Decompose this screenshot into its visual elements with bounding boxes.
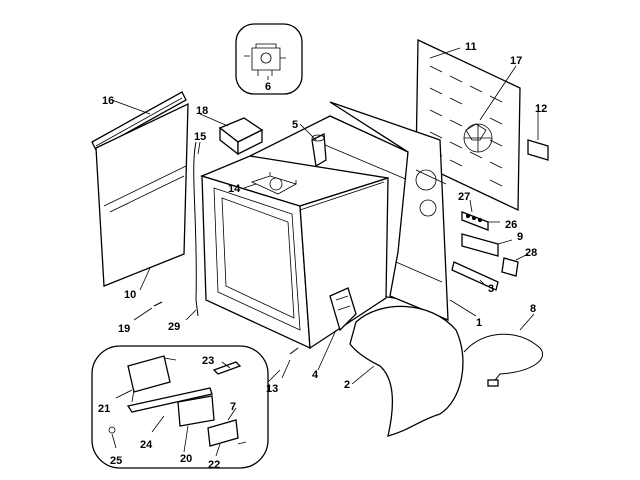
callout-24: 24 — [140, 439, 153, 451]
screw-part-13 — [289, 347, 299, 355]
callout-17: 17 — [510, 55, 522, 67]
side-panel-part-1 — [329, 101, 449, 321]
latch-motor-part-14 — [250, 172, 298, 195]
back-panel-part-11 — [415, 38, 521, 212]
callout-4: 4 — [312, 369, 319, 381]
screw-part-19 — [153, 301, 163, 307]
inset-bubble-lock-assembly — [91, 345, 269, 469]
callout-19: 19 — [118, 323, 130, 335]
callout-20: 20 — [180, 453, 192, 465]
insulation-part-2 — [349, 305, 464, 437]
switch-block-parts-26-27 — [461, 211, 489, 231]
callout-12: 12 — [535, 103, 547, 115]
side-panel-part-10 — [95, 102, 189, 287]
callout-2: 2 — [344, 379, 350, 391]
callout-15: 15 — [194, 131, 206, 143]
fan-part-17 — [465, 123, 487, 141]
cover-plate-part-12 — [527, 139, 549, 161]
callout-14: 14 — [228, 183, 241, 195]
callout-8: 8 — [530, 303, 536, 315]
callout-27: 27 — [458, 191, 470, 203]
callout-23: 23 — [202, 355, 214, 367]
callout-28: 28 — [525, 247, 537, 259]
callout-21: 21 — [98, 403, 110, 415]
callout-22: 22 — [208, 459, 220, 471]
inset-bubble-part-6 — [235, 23, 303, 95]
callout-13: 13 — [266, 383, 278, 395]
callout-11: 11 — [465, 41, 477, 53]
power-cord-part-8 — [463, 333, 543, 387]
callout-10: 10 — [124, 289, 136, 301]
callout-25: 25 — [110, 455, 122, 467]
callout-26: 26 — [505, 219, 517, 231]
callout-5: 5 — [292, 119, 298, 131]
box-part-18 — [218, 117, 264, 156]
trim-strip-part-16 — [91, 91, 187, 151]
callout-1: 1 — [476, 317, 482, 329]
callout-3: 3 — [488, 283, 494, 295]
callout-9: 9 — [517, 231, 523, 243]
strip-part-3 — [451, 261, 499, 291]
bracket-part-9 — [461, 233, 499, 257]
tab-part-28 — [501, 257, 519, 277]
callout-18: 18 — [196, 105, 208, 117]
callout-29: 29 — [168, 321, 180, 333]
leader-lines — [111, 47, 539, 457]
callout-6: 6 — [265, 81, 271, 93]
hinge-part-4 — [329, 287, 357, 332]
callout-labels: 6 11 17 12 16 18 15 5 14 27 26 9 28 3 1 … — [98, 41, 547, 471]
rod-part-15 — [193, 141, 199, 317]
callout-16: 16 — [102, 95, 114, 107]
callout-7: 7 — [230, 401, 236, 413]
oven-cavity-body — [200, 115, 410, 350]
vent-tube-part-5 — [311, 132, 327, 168]
